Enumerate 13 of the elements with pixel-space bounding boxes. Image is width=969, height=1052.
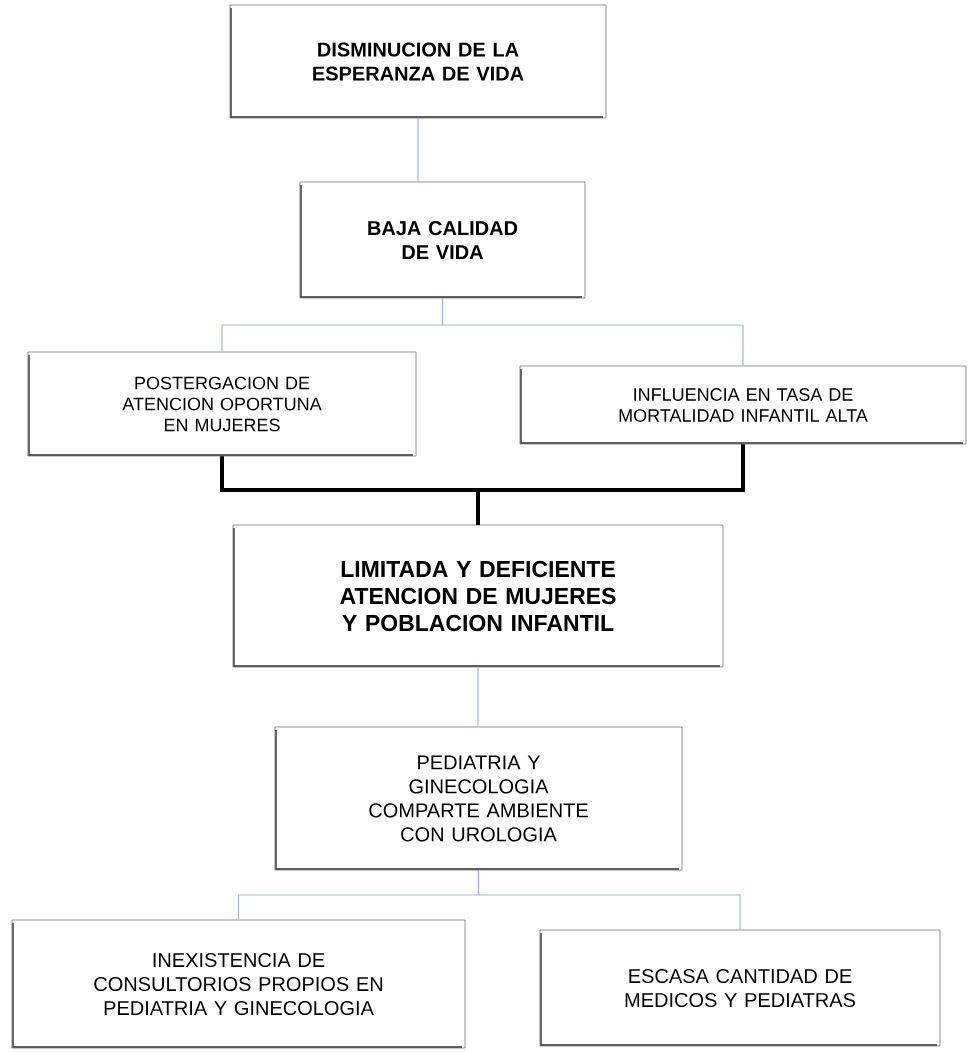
box: PEDIATRIA Y GINECOLOGIA COMPARTE AMBIENTE CON UROLOGIA: [274, 726, 683, 871]
connector-line: [417, 117, 419, 183]
box: LIMITADA Y DEFICIENTE ATENCION DE MUJERES Y POBLACION INFANTIL: [232, 524, 724, 668]
box: INEXISTENCIA DE CONSULTORIOS PROPIOS EN PEDIATRIA Y GINECOLOGIA: [11, 919, 466, 1049]
box: ESCASA CANTIDAD DE MEDICOS Y PEDIATRAS: [539, 929, 941, 1047]
connector-line: [441, 297, 744, 367]
connector-line: [477, 869, 741, 931]
connector-line: [476, 444, 745, 525]
box: DISMINUCION DE LA ESPERANZA DE VIDA: [229, 4, 607, 119]
box: INFLUENCIA EN TASA DE MORTALIDAD INFANTIL ALTA: [519, 365, 967, 445]
box: BAJA CALIDAD DE VIDA: [299, 181, 586, 299]
connector-line: [477, 666, 479, 728]
box: POSTERGACION DE ATENCION OPORTUNA EN MUJERES: [27, 351, 417, 457]
